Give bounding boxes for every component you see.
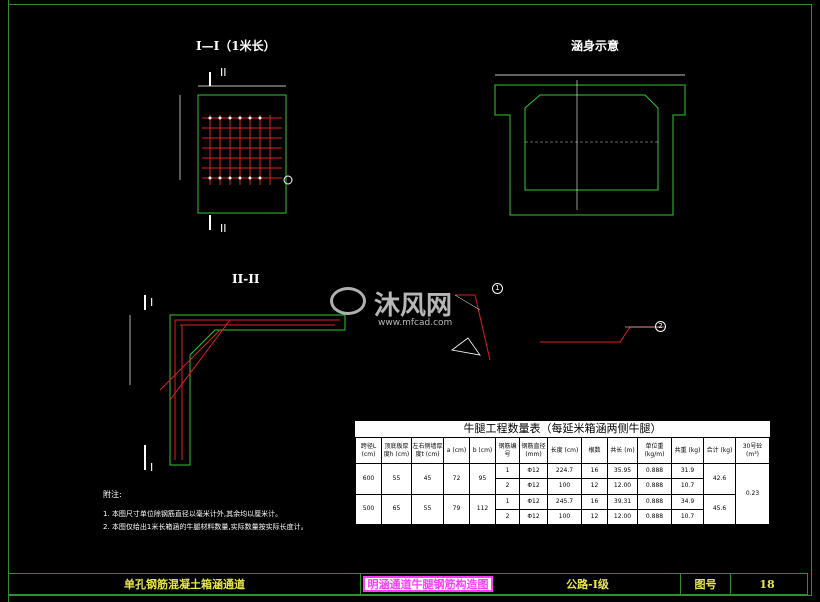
cell-b: 95 bbox=[469, 463, 496, 495]
cell-unit: 0.888 bbox=[637, 462, 672, 480]
cell-b: 112 bbox=[469, 493, 496, 525]
cell-no: 1 bbox=[495, 493, 520, 510]
rebar-detail-1 bbox=[451, 294, 491, 361]
section-2-drawing bbox=[129, 295, 346, 470]
cell-dia: Φ12 bbox=[519, 493, 548, 510]
col-header: 共长 (m) bbox=[607, 437, 638, 464]
section-1-rebar-grid bbox=[202, 115, 282, 185]
table-row: 500 65 55 79 112 1 Φ12 245.7 16 39.31 0.… bbox=[355, 493, 770, 525]
cell-span: 500 bbox=[355, 493, 382, 525]
col-header: 根数 bbox=[581, 437, 608, 464]
cell-span: 600 bbox=[355, 463, 382, 495]
quantity-table-header-row: 跨径L (cm) 顶底板厚度h (cm) 左右侧墙厚度t (cm) a (cm)… bbox=[355, 437, 771, 464]
rebar-1-callout: 1 bbox=[492, 283, 503, 294]
culvert-inner-outline bbox=[524, 94, 659, 191]
section-1-outline bbox=[197, 94, 287, 214]
cell-count: 12 bbox=[581, 478, 608, 495]
cell-no: 2 bbox=[495, 478, 520, 495]
col-header: 钢筋直径 (mm) bbox=[519, 437, 548, 464]
watermark: 沐风网 www.mfcad.com bbox=[330, 285, 490, 335]
cell-weight: 10.7 bbox=[671, 478, 704, 495]
culvert-body-drawing bbox=[494, 74, 686, 216]
cell-no: 1 bbox=[495, 462, 520, 480]
title-block: 单孔钢筋混凝土箱涵通道 明涵通道牛腿钢筋构造图 公路-I级 图号 18 bbox=[8, 573, 808, 595]
cell-total: 42.6 bbox=[703, 463, 736, 495]
table-row: 600 55 45 72 95 1 Φ12 224.7 16 35.95 0.8… bbox=[355, 462, 771, 525]
cell-unit: 0.888 bbox=[637, 508, 672, 526]
quantity-table: 牛腿工程数量表（每延米箱涵两侧牛腿） 跨径L (cm) 顶底板厚度h (cm) … bbox=[355, 421, 771, 526]
cell-t: 45 bbox=[411, 463, 444, 495]
cell-count: 16 bbox=[581, 462, 608, 480]
cell-count: 12 bbox=[581, 508, 608, 526]
culvert-body-title: 涵身示意 bbox=[571, 39, 620, 53]
cell-dia: Φ12 bbox=[519, 462, 548, 480]
note-item: 2. 本图仅给出1米长箱涵的牛腿材料数量,实际数量按实际长度计。 bbox=[103, 523, 308, 531]
cell-a: 72 bbox=[443, 463, 470, 495]
section-2-concrete-outline bbox=[169, 314, 346, 466]
cell-sum: 12.00 bbox=[607, 478, 638, 495]
col-header: 单位重 (kg/m) bbox=[637, 437, 672, 464]
cell-dia: Φ12 bbox=[519, 478, 548, 495]
cell-h: 65 bbox=[381, 493, 412, 525]
watermark-url: www.mfcad.com bbox=[378, 318, 453, 328]
cell-concrete: 0.23 bbox=[734, 463, 771, 525]
table-row: 2 Φ12 100 12 12.00 0.888 10.7 bbox=[356, 508, 770, 526]
col-header: 钢筋编号 bbox=[495, 437, 520, 464]
col-header: 长度 (cm) bbox=[547, 437, 582, 464]
cell-sum: 12.00 bbox=[607, 508, 638, 526]
quantity-table-caption: 牛腿工程数量表（每延米箱涵两侧牛腿） bbox=[355, 421, 770, 438]
sheet-label: 图号 bbox=[681, 574, 731, 594]
cell-h: 55 bbox=[381, 463, 412, 495]
section-2-marker-label-top: I bbox=[150, 296, 154, 309]
road-class: 公路-I级 bbox=[495, 574, 681, 594]
col-header: 顶底板厚度h (cm) bbox=[381, 437, 412, 464]
section-1-marker-label-bottom: II bbox=[220, 222, 227, 235]
cell-len: 224.7 bbox=[547, 462, 582, 480]
col-header: 跨径L (cm) bbox=[355, 437, 382, 464]
cell-sum: 35.95 bbox=[607, 462, 638, 480]
cell-unit: 0.888 bbox=[637, 493, 672, 510]
section-1-title: I—I（1米长） bbox=[196, 39, 276, 53]
cell-sum: 39.31 bbox=[607, 493, 638, 510]
col-header: 共重 (kg) bbox=[671, 437, 704, 464]
cell-weight: 31.9 bbox=[671, 462, 704, 480]
cell-no: 2 bbox=[495, 508, 520, 526]
note-item: 1. 本图尺寸单位除钢筋直径以毫米计外,其余均以厘米计。 bbox=[103, 510, 283, 518]
cell-total: 45.6 bbox=[703, 493, 736, 525]
cell-count: 16 bbox=[581, 493, 608, 510]
rebar-2-callout: 2 bbox=[655, 321, 666, 332]
col-header: 左右侧墙厚度t (cm) bbox=[411, 437, 444, 464]
rebar-callout-circle bbox=[283, 175, 293, 185]
section-1-drawing bbox=[179, 72, 293, 230]
section-2-rebar bbox=[159, 319, 340, 460]
cell-dia: Φ12 bbox=[519, 508, 548, 526]
watermark-brand: 沐风网 bbox=[374, 291, 453, 321]
col-header: 合计 (kg) bbox=[703, 437, 736, 464]
cell-unit: 0.888 bbox=[637, 478, 672, 495]
drawing-series: 单孔钢筋混凝土箱涵通道 bbox=[9, 574, 361, 594]
culvert-outer-outline bbox=[494, 84, 686, 216]
drawing-name: 明涵通道牛腿钢筋构造图 bbox=[363, 576, 493, 592]
notes-heading: 附注: bbox=[103, 490, 122, 499]
cell-t: 55 bbox=[411, 493, 444, 525]
left-margin-strip bbox=[0, 0, 9, 602]
cell-weight: 10.7 bbox=[671, 508, 704, 526]
cell-len: 100 bbox=[547, 478, 582, 495]
watermark-logo-icon bbox=[330, 287, 366, 315]
col-header: 30号砼 (m³) bbox=[734, 437, 771, 464]
sheet-number: 18 bbox=[759, 577, 775, 591]
rebar-detail-2 bbox=[540, 326, 665, 343]
cell-weight: 34.9 bbox=[671, 493, 704, 510]
col-header: a (cm) bbox=[443, 437, 470, 464]
cell-len: 100 bbox=[547, 508, 582, 526]
section-2-marker-label-bottom: I bbox=[150, 461, 154, 474]
cell-a: 79 bbox=[443, 493, 470, 525]
section-1-marker-label-top: II bbox=[220, 66, 227, 79]
cell-len: 245.7 bbox=[547, 493, 582, 510]
col-header: b (cm) bbox=[469, 437, 496, 464]
section-2-title: II-II bbox=[232, 272, 260, 286]
